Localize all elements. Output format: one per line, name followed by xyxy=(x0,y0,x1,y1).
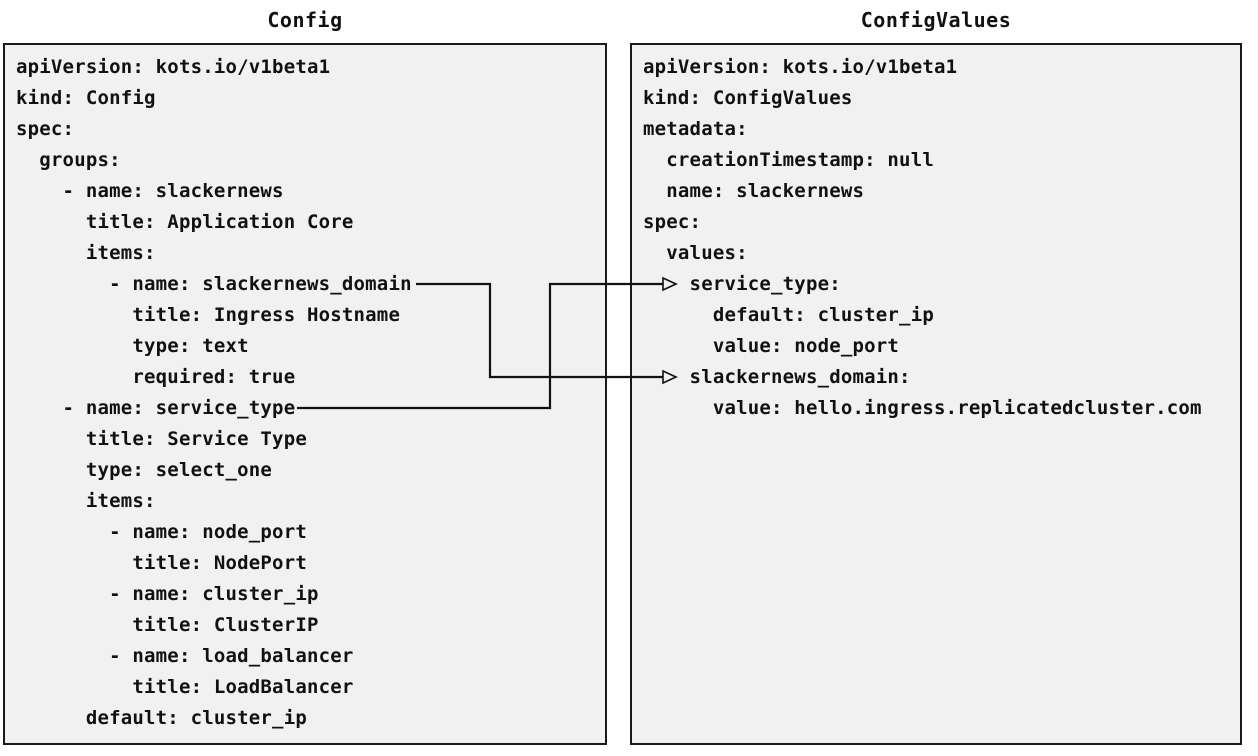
configvalues-yaml-code: apiVersion: kots.io/v1beta1 kind: Config… xyxy=(643,56,1202,419)
config-yaml-code: apiVersion: kots.io/v1beta1 kind: Config… xyxy=(16,56,412,729)
config-panel-title: Config xyxy=(267,8,343,32)
configvalues-panel-title: ConfigValues xyxy=(860,8,1012,32)
configvalues-code-panel: apiVersion: kots.io/v1beta1 kind: Config… xyxy=(630,43,1242,745)
config-code-panel: apiVersion: kots.io/v1beta1 kind: Config… xyxy=(3,43,607,745)
